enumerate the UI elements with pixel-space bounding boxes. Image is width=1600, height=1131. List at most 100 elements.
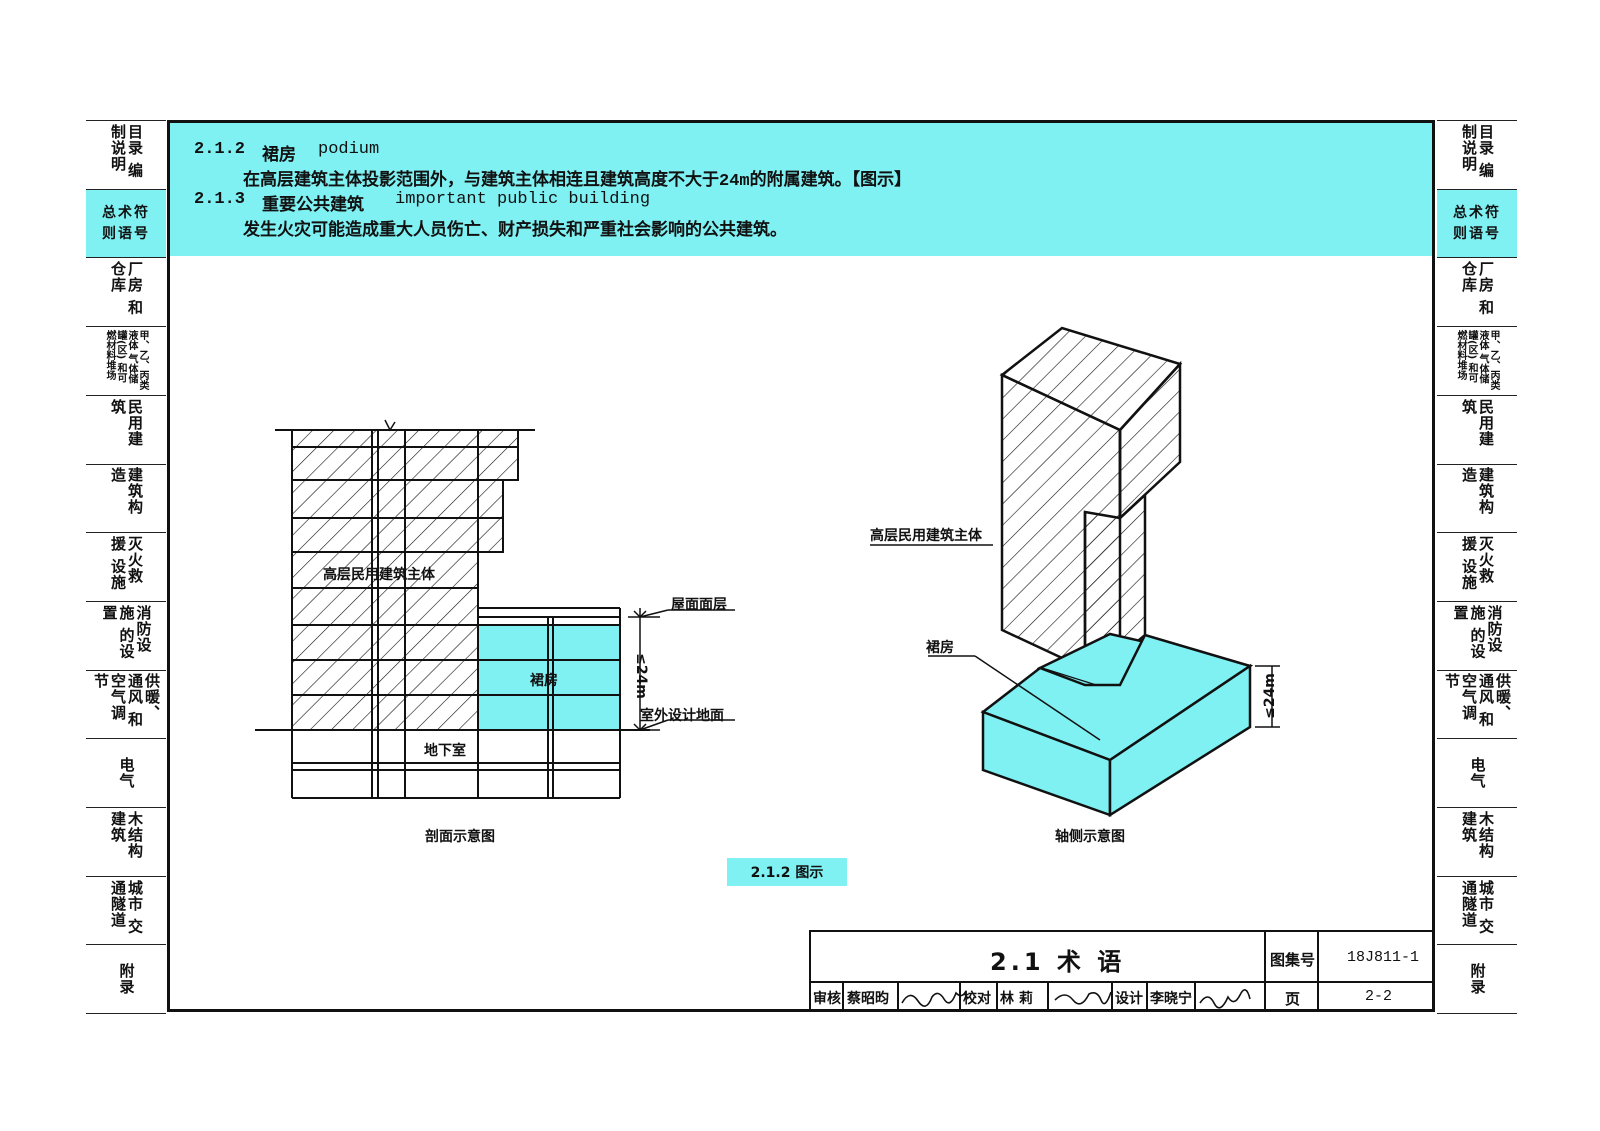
item1-title: 裙房	[262, 147, 296, 166]
sidebar-item-label: 电气	[117, 757, 136, 790]
sidebar-item-label: 则语号	[102, 225, 150, 242]
tb-checker: 林 莉	[1000, 991, 1033, 1007]
drawing-frame	[167, 120, 1435, 1012]
tb-designer: 李晓宁	[1150, 991, 1192, 1007]
section-basement	[255, 419, 650, 799]
sidebar-item-7[interactable]: 消防设施 的设置	[1437, 600, 1517, 670]
tb-review-label: 审核	[813, 991, 841, 1007]
sidebar-item-label: 建筑构造	[1460, 467, 1495, 516]
sidebar-item-12[interactable]: 附录	[1437, 944, 1517, 1013]
section-label-main: 高层民用建筑主体	[323, 567, 435, 583]
sidebar-item-9[interactable]: 电气	[86, 738, 166, 807]
sidebar-item-label: 目录 编制说明	[1460, 123, 1495, 179]
handwritten-signatures	[901, 989, 1251, 1009]
right-sidebar: 目录 编制说明总术符则语号厂房 和仓库甲、乙、丙类液体 气体储罐(区) 和可燃材…	[1437, 120, 1517, 1015]
sidebar-item-label: 则语号	[1453, 225, 1501, 242]
item2-english: important public building	[395, 190, 651, 209]
section-label-basement: 地下室	[424, 743, 466, 759]
sidebar-item-3[interactable]: 甲、乙、丙类液体 气体储罐(区) 和可燃材料堆场	[86, 326, 166, 395]
tb-title: 2.1 术 语	[990, 948, 1126, 976]
sidebar-item-label: 建筑构造	[109, 467, 144, 516]
sidebar-item-3[interactable]: 甲、乙、丙类液体 气体储罐(区) 和可燃材料堆场	[1437, 326, 1517, 395]
sidebar-item-8[interactable]: 供暖、通风 和空气调节	[1437, 669, 1517, 739]
axo-dimension	[1255, 665, 1280, 728]
tb-page-label: 页	[1285, 990, 1301, 1008]
tb-vertical-lines	[842, 981, 1196, 1012]
sidebar-item-label: 城市 交通隧道	[1460, 879, 1495, 934]
figure-tag: 2.1.2 图示	[727, 858, 847, 886]
sidebar-item-6[interactable]: 灭火救援 设施	[86, 532, 166, 601]
sidebar-item-label: 供暖、通风 和空气调节	[1443, 673, 1512, 728]
tb-atlas-no: 18J811-1	[1347, 949, 1420, 966]
section-podium	[477, 607, 621, 798]
section-label-podium: 裙房	[530, 673, 558, 689]
sidebar-item-label: 附录	[117, 963, 136, 996]
sidebar-item-4[interactable]: 民用建筑	[1437, 394, 1517, 464]
sidebar-item-6[interactable]: 灭火救援 设施	[1437, 532, 1517, 601]
sidebar-item-label: 电气	[1468, 757, 1487, 790]
section-label-roof: 屋面面层	[671, 597, 727, 613]
sidebar-item-2[interactable]: 厂房 和仓库	[86, 257, 166, 326]
section-caption: 剖面示意图	[425, 829, 495, 845]
tb-divider	[809, 981, 1435, 983]
sidebar-item-11[interactable]: 城市 交通隧道	[86, 875, 166, 945]
sidebar-item-label: 甲、乙、丙类液体 气体储罐(区) 和可燃材料堆场	[104, 329, 148, 390]
section-dimension	[628, 608, 735, 732]
sidebar-item-label: 民用建筑	[109, 398, 144, 447]
tb-reviewer: 蔡昭昀	[847, 991, 889, 1007]
tb-atlas-label: 图集号	[1270, 951, 1316, 969]
sidebar-item-label: 目录 编制说明	[109, 123, 144, 179]
sidebar-item-label: 民用建筑	[1460, 398, 1495, 447]
axo-label-main: 高层民用建筑主体	[870, 528, 982, 544]
sidebar-bottom-rule	[86, 1013, 166, 1015]
sidebar-item-5[interactable]: 建筑构造	[1437, 463, 1517, 533]
tb-design-label: 设计	[1115, 991, 1143, 1007]
sidebar-item-1[interactable]: 总术符则语号	[86, 188, 166, 258]
sidebar-item-label: 灭火救援 设施	[1460, 536, 1495, 591]
sidebar-item-7[interactable]: 消防设施 的设置	[86, 600, 166, 670]
tb-divider	[1317, 930, 1319, 1012]
title-block	[809, 930, 1435, 1012]
sidebar-item-label: 城市 交通隧道	[109, 879, 144, 934]
sidebar-item-label: 甲、乙、丙类液体 气体储罐(区) 和可燃材料堆场	[1455, 329, 1499, 390]
axo-leaders	[870, 544, 1101, 741]
item2-definition: 发生火灾可能造成重大人员伤亡、财产损失和严重社会影响的公共建筑。	[243, 222, 787, 241]
axo-tower	[999, 326, 1183, 688]
sidebar-item-9[interactable]: 电气	[1437, 738, 1517, 807]
sidebar-item-label: 木结构 建筑	[1460, 810, 1495, 859]
sidebar-item-0[interactable]: 目录 编制说明	[1437, 120, 1517, 189]
tb-divider	[1264, 930, 1266, 1012]
sidebar-item-label: 总术符	[102, 204, 150, 221]
definition-header	[170, 123, 1432, 256]
sidebar-item-label: 消防设施 的设置	[100, 604, 153, 659]
sidebar-item-4[interactable]: 民用建筑	[86, 394, 166, 464]
tb-page-no: 2-2	[1365, 988, 1393, 1005]
sidebar-item-2[interactable]: 厂房 和仓库	[1437, 257, 1517, 326]
sidebar-item-label: 灭火救援 设施	[109, 536, 144, 591]
item2-number: 2.1.3	[194, 190, 246, 209]
sidebar-item-label: 供暖、通风 和空气调节	[92, 673, 161, 728]
axo-label-podium: 裙房	[926, 640, 954, 656]
sidebar-item-5[interactable]: 建筑构造	[86, 463, 166, 533]
sidebar-item-0[interactable]: 目录 编制说明	[86, 120, 166, 189]
sidebar-item-10[interactable]: 木结构 建筑	[1437, 807, 1517, 876]
sidebar-item-12[interactable]: 附录	[86, 944, 166, 1013]
sidebar-item-1[interactable]: 总术符则语号	[1437, 188, 1517, 258]
left-sidebar: 目录 编制说明总术符则语号厂房 和仓库甲、乙、丙类液体 气体储罐(区) 和可燃材…	[86, 120, 166, 1015]
sidebar-item-10[interactable]: 木结构 建筑	[86, 807, 166, 876]
sidebar-item-label: 厂房 和仓库	[1460, 261, 1495, 316]
sidebar-bottom-rule	[1437, 1013, 1517, 1015]
tb-check-label: 校对	[963, 991, 991, 1007]
sidebar-item-11[interactable]: 城市 交通隧道	[1437, 875, 1517, 945]
sidebar-item-label: 总术符	[1453, 204, 1501, 221]
sidebar-item-label: 附录	[1468, 963, 1487, 996]
section-label-ground: 室外设计地面	[640, 708, 724, 724]
sidebar-item-8[interactable]: 供暖、通风 和空气调节	[86, 669, 166, 739]
axo-podium	[980, 632, 1254, 818]
item1-number: 2.1.2	[194, 140, 246, 159]
sidebar-item-label: 厂房 和仓库	[109, 261, 144, 316]
sidebar-item-label: 木结构 建筑	[109, 810, 144, 859]
item2-title: 重要公共建筑	[262, 197, 364, 216]
